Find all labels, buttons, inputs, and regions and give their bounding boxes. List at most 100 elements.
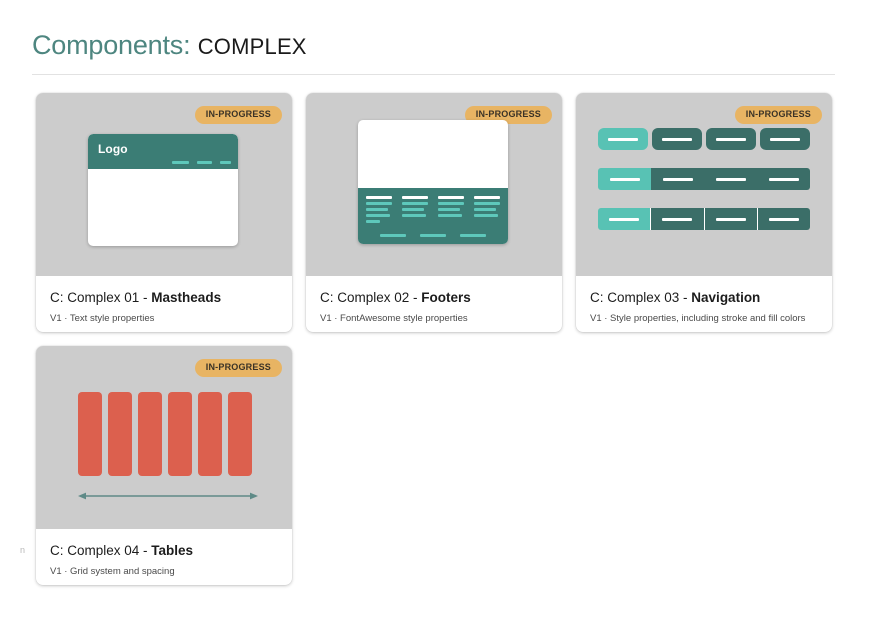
footer-column-heading [402, 196, 428, 199]
status-badge: IN-PROGRESS [194, 359, 282, 377]
page-title: Components: COMPLEX [32, 28, 835, 64]
table-column-bar [198, 392, 222, 476]
table-column-bar [108, 392, 132, 476]
component-card-footers[interactable]: IN-PROGRESS [306, 93, 562, 332]
component-card-grid: IN-PROGRESS Logo C: Complex 01 - Masthea… [36, 93, 836, 585]
navigation-segment [650, 208, 704, 230]
masthead-preview: Logo [88, 134, 238, 246]
card-title: C: Complex 02 - Footers [320, 289, 548, 307]
footer-column-line [474, 214, 498, 217]
footer-column-line [366, 202, 392, 205]
navigation-segment-dash [716, 137, 746, 141]
card-thumbnail-mastheads: IN-PROGRESS Logo [36, 93, 292, 276]
status-badge: IN-PROGRESS [194, 106, 282, 124]
footer-column-line [438, 214, 462, 217]
card-title: C: Complex 04 - Tables [50, 542, 278, 560]
navigation-segment [651, 168, 704, 190]
navigation-row-pills [598, 128, 810, 150]
masthead-nav-dash [172, 161, 189, 164]
card-title-name: Navigation [691, 290, 761, 305]
footer-column-line [474, 208, 497, 211]
footer-column-heading [438, 196, 464, 199]
footer-bar [358, 188, 508, 244]
footer-column-line [438, 202, 464, 205]
component-card-mastheads[interactable]: IN-PROGRESS Logo C: Complex 01 - Masthea… [36, 93, 292, 332]
card-subtitle: V1 · Grid system and spacing [50, 566, 175, 577]
footer-column-heading [366, 196, 392, 199]
footer-columns [366, 196, 500, 226]
footer-bottom-dash [460, 234, 486, 237]
edge-text-artifact: n [20, 545, 26, 555]
page-title-primary: Components: [32, 30, 191, 60]
card-title: C: Complex 03 - Navigation [590, 289, 818, 307]
masthead-nav-dash [197, 161, 212, 164]
page-header: Components: COMPLEX [32, 28, 835, 64]
navigation-segment-dash [768, 177, 799, 181]
component-card-navigation[interactable]: IN-PROGRESS [576, 93, 832, 332]
navigation-row-divided [598, 208, 810, 230]
footer-column-line [438, 208, 461, 211]
status-badge: IN-PROGRESS [464, 106, 552, 124]
card-thumbnail-footers: IN-PROGRESS [306, 93, 562, 276]
navigation-segment [757, 168, 810, 190]
navigation-segment-dash [662, 177, 693, 181]
card-title-prefix: C: Complex 03 - [590, 290, 692, 305]
navigation-segment [760, 128, 810, 150]
card-body-tables: C: Complex 04 - Tables V1 · Grid system … [36, 529, 292, 585]
footer-bottom-links [358, 234, 508, 237]
footer-column-line [366, 214, 390, 217]
footer-column [402, 196, 428, 226]
page-title-secondary: COMPLEX [197, 34, 307, 59]
card-title-prefix: C: Complex 02 - [320, 290, 422, 305]
footer-column-line [474, 202, 500, 205]
navigation-segment [598, 168, 651, 190]
footer-column-line [402, 202, 428, 205]
navigation-segment [756, 208, 810, 230]
navigation-segment [704, 168, 757, 190]
card-title: C: Complex 01 - Mastheads [50, 289, 278, 307]
footer-column [438, 196, 464, 226]
footer-column-heading [474, 196, 500, 199]
masthead-logo-text: Logo [98, 142, 128, 156]
navigation-preview [598, 128, 810, 230]
table-column-bar [138, 392, 162, 476]
component-card-tables[interactable]: IN-PROGRESS C: Complex 04 - Tables [36, 346, 292, 585]
navigation-segment [706, 128, 756, 150]
navigation-segment-dash [609, 177, 640, 181]
card-body-mastheads: C: Complex 01 - Mastheads V1 · Text styl… [36, 276, 292, 332]
masthead-nav-dash [220, 161, 231, 164]
card-title-prefix: C: Complex 01 - [50, 290, 152, 305]
navigation-segment-dash [715, 217, 746, 221]
card-thumbnail-navigation: IN-PROGRESS [576, 93, 832, 276]
footer-column [474, 196, 500, 226]
navigation-segment-dash [608, 137, 638, 141]
footer-preview [358, 120, 508, 244]
footer-bottom-dash [380, 234, 406, 237]
footer-column-line [366, 220, 380, 223]
footer-column-line [402, 208, 425, 211]
card-title-prefix: C: Complex 04 - [50, 543, 152, 558]
card-subtitle: V1 · Style properties, including stroke … [590, 313, 806, 324]
footer-column-line [402, 214, 426, 217]
navigation-segment [598, 128, 648, 150]
masthead-nav-dashes [172, 161, 231, 164]
card-title-name: Footers [421, 290, 471, 305]
measure-arrow-icon [78, 492, 258, 500]
navigation-segment-dash [662, 217, 693, 221]
navigation-segment-dash [715, 177, 746, 181]
navigation-segment [598, 208, 651, 230]
status-badge: IN-PROGRESS [734, 106, 822, 124]
table-column-bars [78, 392, 252, 476]
navigation-row-solid [598, 168, 810, 190]
masthead-header-bar: Logo [88, 134, 238, 169]
navigation-segment-dash [662, 137, 692, 141]
footer-column [366, 196, 392, 226]
card-subtitle: V1 · Text style properties [50, 313, 155, 324]
header-divider [32, 74, 835, 75]
navigation-segment [652, 128, 702, 150]
card-thumbnail-tables: IN-PROGRESS [36, 346, 292, 529]
card-subtitle: V1 · FontAwesome style properties [320, 313, 468, 324]
footer-column-line [366, 208, 389, 211]
navigation-segment-dash [609, 217, 640, 221]
